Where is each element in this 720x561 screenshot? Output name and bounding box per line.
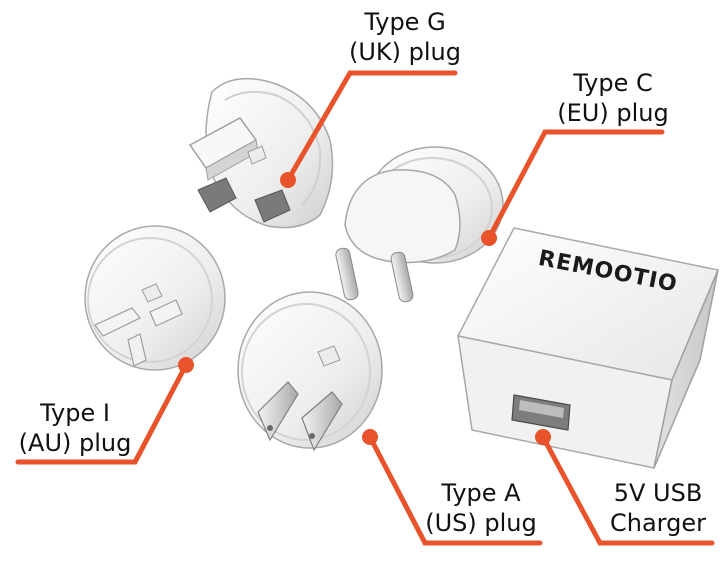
us-plug-label-line2: (US) plug	[425, 509, 537, 537]
uk-callout	[280, 70, 458, 188]
us-plug-adapter	[237, 291, 383, 452]
au-plug-adapter	[84, 225, 226, 371]
charger-callout	[535, 429, 715, 546]
eu-plug-label-line2: (EU) plug	[557, 99, 669, 127]
au-plug-label: Type I (AU) plug	[10, 398, 140, 458]
charger-label-line1: 5V USB	[613, 479, 703, 507]
usb-charger	[456, 227, 720, 469]
eu-plug-adapter	[335, 146, 504, 303]
us-plug-label: Type A (US) plug	[416, 478, 546, 538]
eu-callout	[481, 129, 665, 246]
charger-label: 5V USB Charger	[600, 478, 716, 538]
au-plug-label-line1: Type I	[40, 399, 110, 427]
uk-plug-label-line1: Type G	[364, 8, 446, 36]
uk-plug-label-line2: (UK) plug	[348, 38, 461, 66]
au-plug-label-line2: (AU) plug	[18, 429, 132, 457]
us-callout	[362, 429, 543, 546]
eu-plug-label-line1: Type C	[573, 69, 653, 97]
au-callout	[15, 357, 194, 465]
uk-plug-label: Type G (UK) plug	[340, 7, 470, 67]
charger-label-line2: Charger	[610, 509, 706, 537]
eu-plug-label: Type C (EU) plug	[548, 68, 678, 128]
us-plug-label-line1: Type A	[441, 479, 521, 507]
uk-plug-adapter	[188, 77, 334, 229]
